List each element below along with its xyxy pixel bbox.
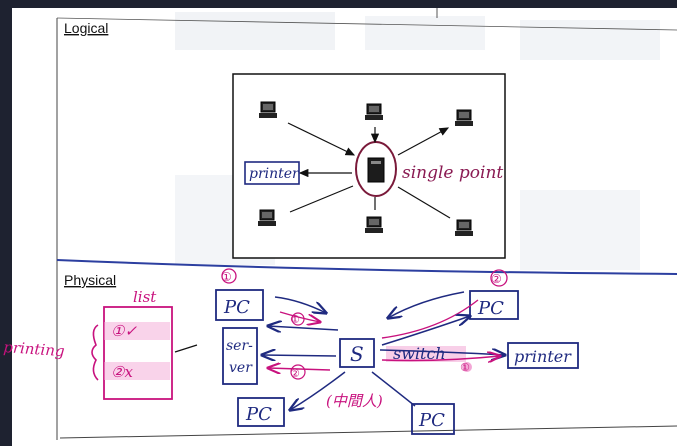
- pc-bottom-right: PC: [418, 410, 445, 431]
- switch-highlight: [386, 346, 466, 362]
- printer-box: [244, 161, 300, 185]
- server-label-2: ver: [229, 360, 253, 376]
- step-2-arrow: ②: [290, 367, 300, 380]
- pc-top-left: PC: [223, 297, 250, 318]
- single-point-label: single point: [402, 163, 503, 183]
- pc-box: [411, 403, 455, 435]
- printing-label: printing: [3, 338, 65, 360]
- queue-item-1: ①✓: [111, 322, 137, 340]
- printer-label-physical: printer: [514, 347, 572, 366]
- list-label: list: [133, 288, 157, 306]
- logical-heading: Logical: [64, 20, 108, 36]
- pc-icon: [257, 209, 277, 227]
- logical-diagram: printer single point: [232, 73, 506, 259]
- pc-box: [237, 397, 285, 427]
- queue-highlight: [104, 362, 170, 380]
- pc-bottom-left: PC: [245, 404, 272, 425]
- physical-heading: Physical: [64, 272, 116, 288]
- server-box: [222, 327, 258, 385]
- step-2-top: ②: [491, 272, 502, 286]
- pc-box: [469, 290, 519, 320]
- step-1-top: ①: [221, 270, 232, 284]
- server-icon: [367, 157, 385, 183]
- queue-highlight: [104, 322, 170, 340]
- server-label-1: ser-: [226, 338, 253, 354]
- pc-icon: [364, 103, 384, 121]
- section-divider: [56, 259, 677, 275]
- pc-icon: [454, 109, 474, 127]
- printer-box-physical: [507, 342, 579, 369]
- pc-top-right: PC: [477, 298, 504, 319]
- switch-box-label: S: [350, 342, 364, 366]
- print-queue-box: [103, 306, 173, 400]
- pc-icon: [454, 219, 474, 237]
- switch-box: [339, 338, 375, 368]
- pc-box: [215, 289, 264, 321]
- switch-label: switch: [393, 344, 446, 363]
- brace: [91, 324, 99, 381]
- printer-label: printer: [249, 166, 300, 182]
- step-1-switch: ①: [460, 361, 470, 374]
- middle-note: (中間人): [326, 392, 383, 410]
- pc-icon: [258, 101, 278, 119]
- physical-sketch: list printing ①✓ ②x PC ① ser- ver S (中間人…: [3, 268, 579, 435]
- pc-icon: [364, 216, 384, 234]
- step-1-arrow: ①: [290, 313, 300, 326]
- queue-item-2: ②x: [111, 363, 133, 381]
